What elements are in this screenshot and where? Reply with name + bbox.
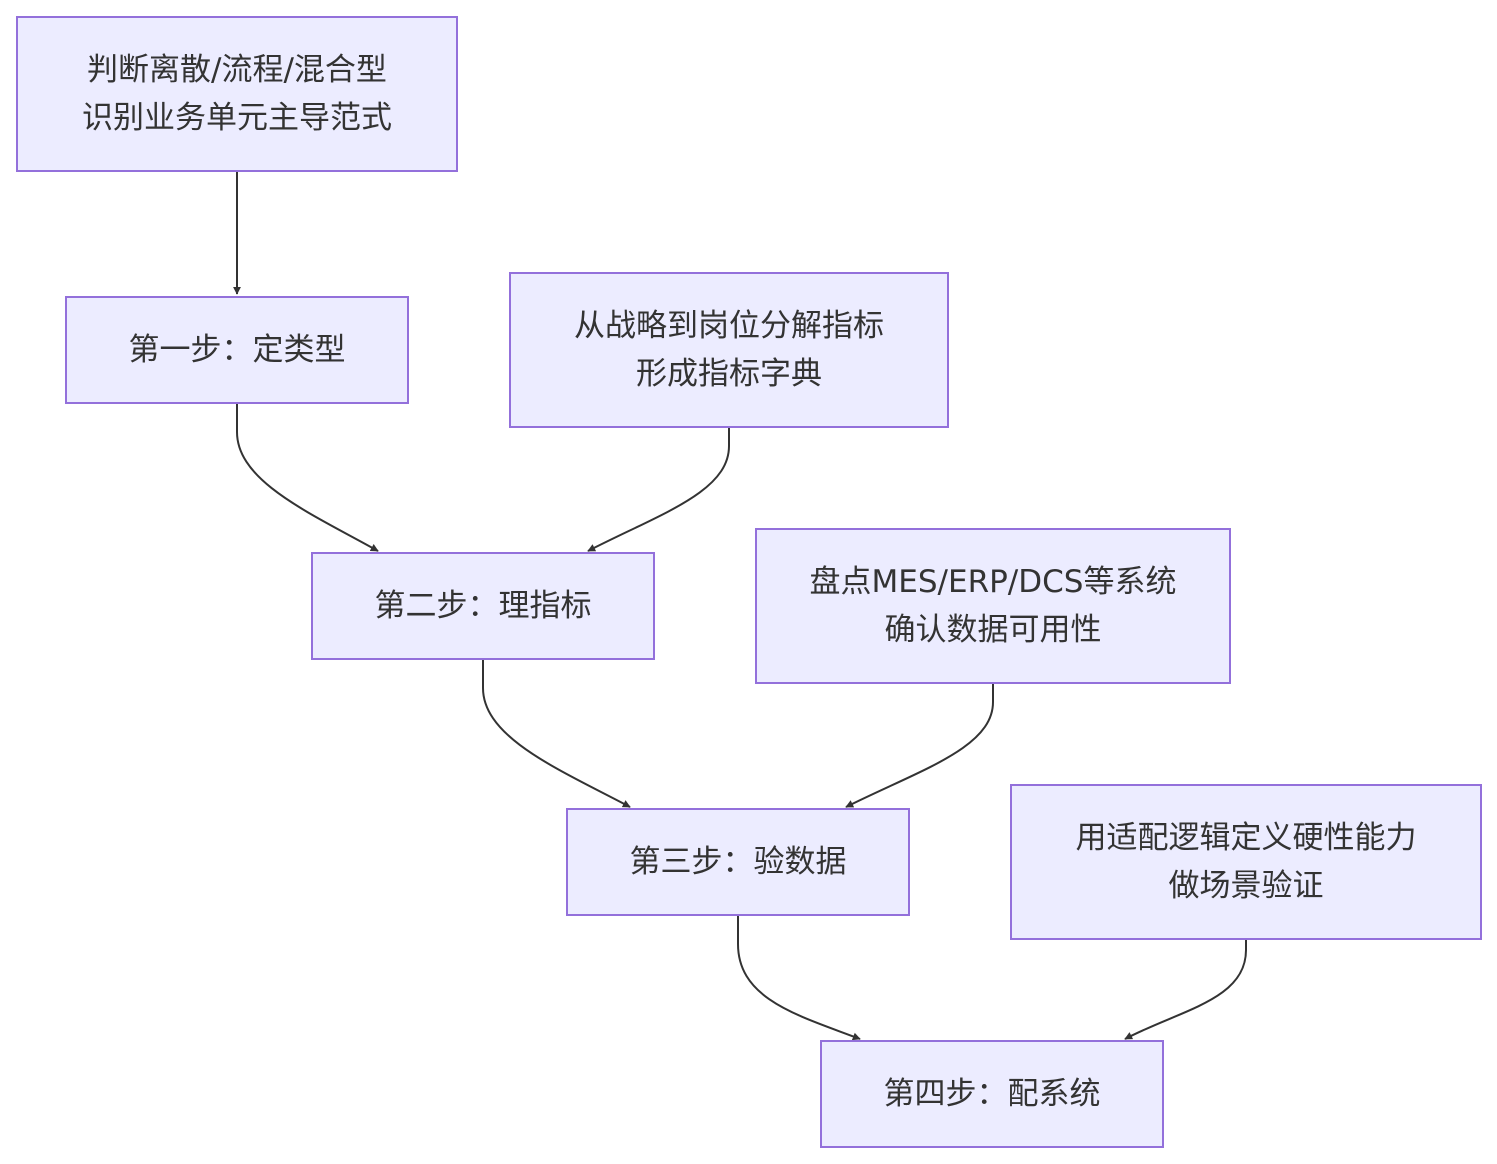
node-step3-label: 第三步：验数据 (629, 844, 847, 880)
node-define-capability: 用适配逻辑定义硬性能力 做场景验证 (1010, 784, 1482, 940)
node-step3: 第三步：验数据 (566, 808, 910, 916)
edge-decompose-to-step2 (587, 428, 730, 552)
node-step4-label: 第四步：配系统 (883, 1076, 1101, 1112)
edge-inventory-to-step3 (845, 684, 994, 808)
edge-step3-to-step4 (737, 916, 861, 1041)
node-classify-type: 判断离散/流程/混合型 识别业务单元主导范式 (16, 16, 458, 172)
node-inventory-systems-line-2: 确认数据可用性 (884, 612, 1102, 648)
edge-capability-to-step4 (1124, 940, 1247, 1040)
edge-step1-to-step2 (236, 404, 379, 552)
node-step1: 第一步：定类型 (65, 296, 409, 404)
node-step2-label: 第二步：理指标 (374, 588, 592, 624)
node-step4: 第四步：配系统 (820, 1040, 1164, 1148)
edge-step2-to-step3 (482, 660, 631, 808)
node-define-capability-line-1: 用适配逻辑定义硬性能力 (1075, 820, 1417, 856)
node-define-capability-line-2: 做场景验证 (1168, 868, 1324, 904)
node-step2: 第二步：理指标 (311, 552, 655, 660)
node-decompose-metrics: 从战略到岗位分解指标 形成指标字典 (509, 272, 949, 428)
node-decompose-metrics-line-1: 从战略到岗位分解指标 (574, 308, 884, 344)
node-inventory-systems-line-1: 盘点MES/ERP/DCS等系统 (809, 564, 1177, 600)
node-step1-label: 第一步：定类型 (128, 332, 346, 368)
node-classify-type-line-1: 判断离散/流程/混合型 (87, 52, 387, 88)
node-inventory-systems: 盘点MES/ERP/DCS等系统 确认数据可用性 (755, 528, 1231, 684)
node-decompose-metrics-line-2: 形成指标字典 (636, 356, 822, 392)
node-classify-type-line-2: 识别业务单元主导范式 (82, 100, 392, 136)
